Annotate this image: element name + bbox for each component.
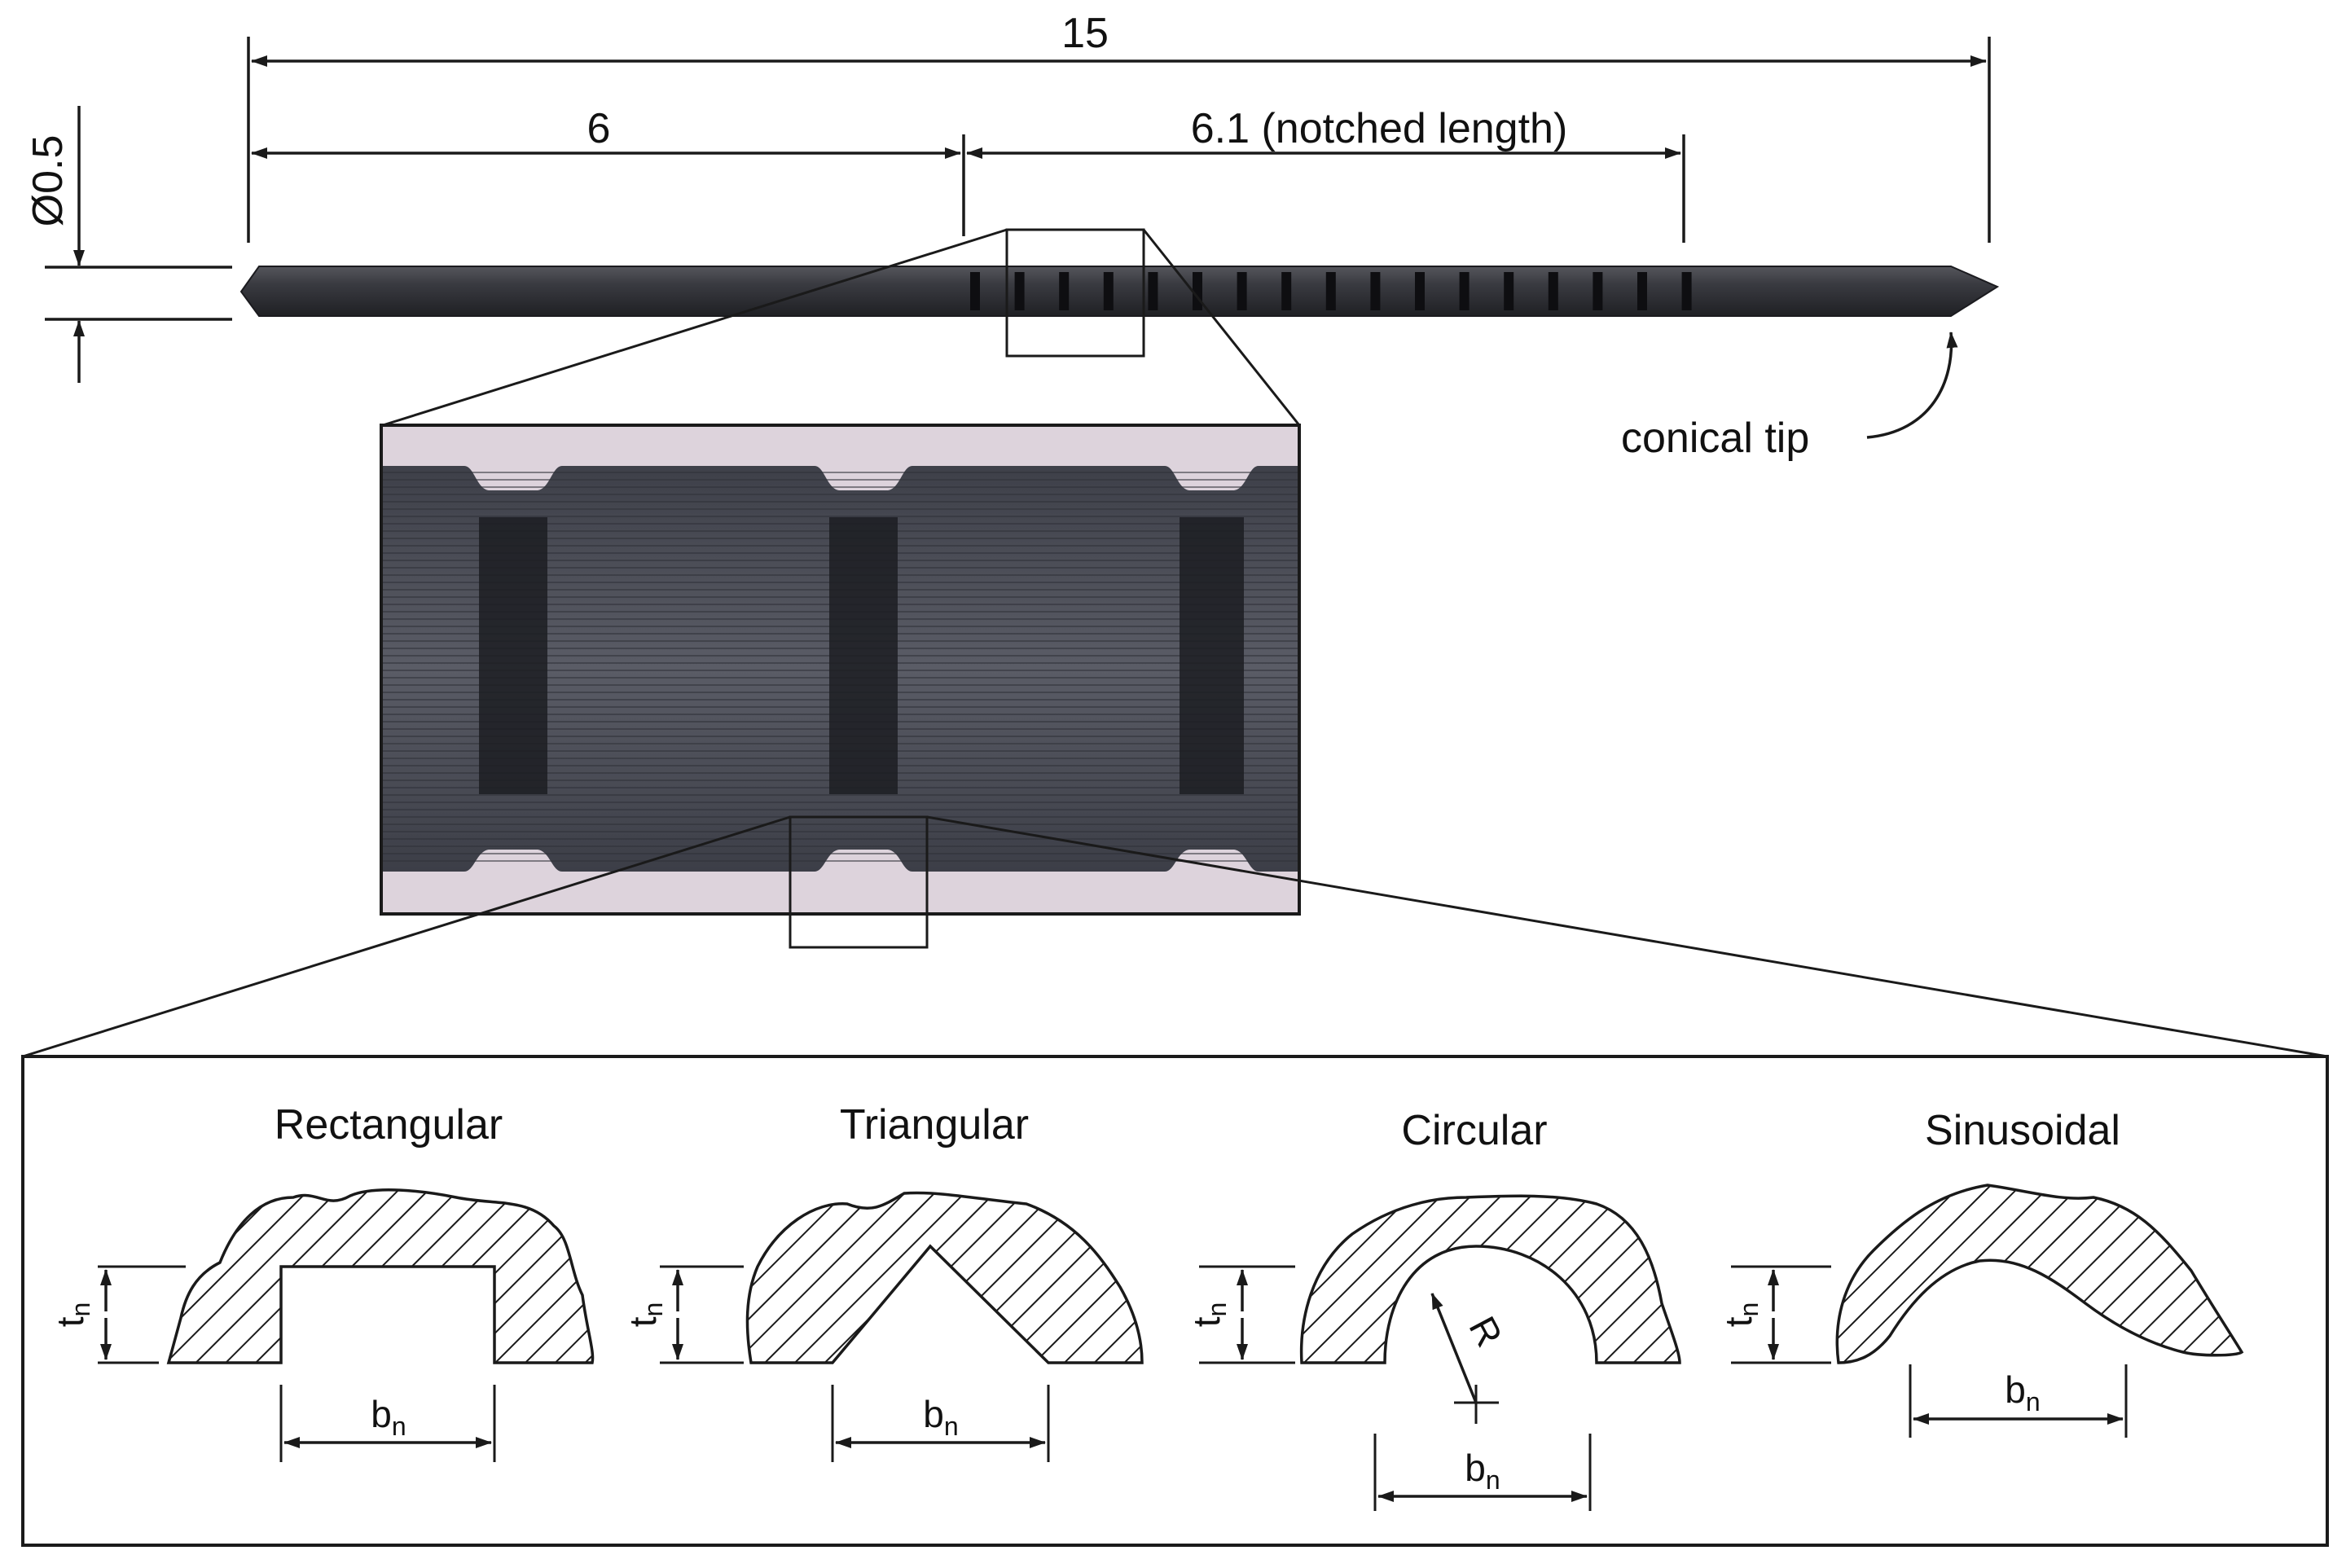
pin-zoom-box [1005,228,1145,358]
notched-length-label: 6.1 (notched length) [1191,105,1568,152]
notched-pin [239,266,2000,317]
diameter-label: Ø0.5 [24,135,72,227]
pin-notch [1237,272,1247,310]
pin-notch [1014,272,1025,310]
width-label-sinusoidal: bn [2005,1368,2040,1416]
micrograph-photo [380,424,1301,916]
pin-notch [1681,272,1692,310]
rectangular-notch-shape [98,1188,595,1462]
pin-notch [1637,272,1647,310]
thickness-label-circular: tn [1185,1302,1232,1328]
pin-notch [1103,272,1114,310]
thickness-label-sinusoidal: tn [1717,1302,1764,1328]
sinusoidal-notch-shape [1731,1184,2244,1438]
pin-notch [1148,272,1158,310]
conical-tip-label: conical tip [1621,415,1809,462]
pin-notches [970,272,1692,310]
shape-title-triangular: Triangular [840,1101,1029,1149]
pin-notch [1325,272,1336,310]
pin-notch [1459,272,1470,310]
pin-notch [1548,272,1558,310]
notch-shapes-panel [21,1055,2329,1547]
pin-notch [970,272,980,310]
width-label-rectangular: bn [371,1393,406,1441]
pin-notch [1370,272,1381,310]
triangular-notch-shape [660,1191,1144,1462]
photo-groove [1180,517,1244,794]
shape-title-sinusoidal: Sinusoidal [1925,1107,2120,1154]
shape-title-rectangular: Rectangular [275,1101,503,1149]
dimension-lines [45,37,1991,383]
width-label-triangular: bn [923,1393,958,1441]
pin-notch [1593,272,1603,310]
photo-groove [829,517,898,794]
circular-notch-shape [1199,1194,1681,1511]
thickness-label-triangular: tn [622,1302,668,1328]
pin-notch [1415,272,1425,310]
overall-length-label: 15 [1061,10,1109,57]
unnotched-length-label: 6 [587,105,611,152]
pin-notch [1281,272,1292,310]
photo-groove [479,517,547,794]
pin-notch [1504,272,1514,310]
thickness-label-rectangular: tn [49,1302,95,1328]
notch-zoom-box [789,815,929,949]
pin-notch [1059,272,1070,310]
width-label-circular: bn [1465,1447,1500,1495]
conical-tip-arrow [1866,332,1958,439]
shape-title-circular: Circular [1401,1107,1547,1154]
